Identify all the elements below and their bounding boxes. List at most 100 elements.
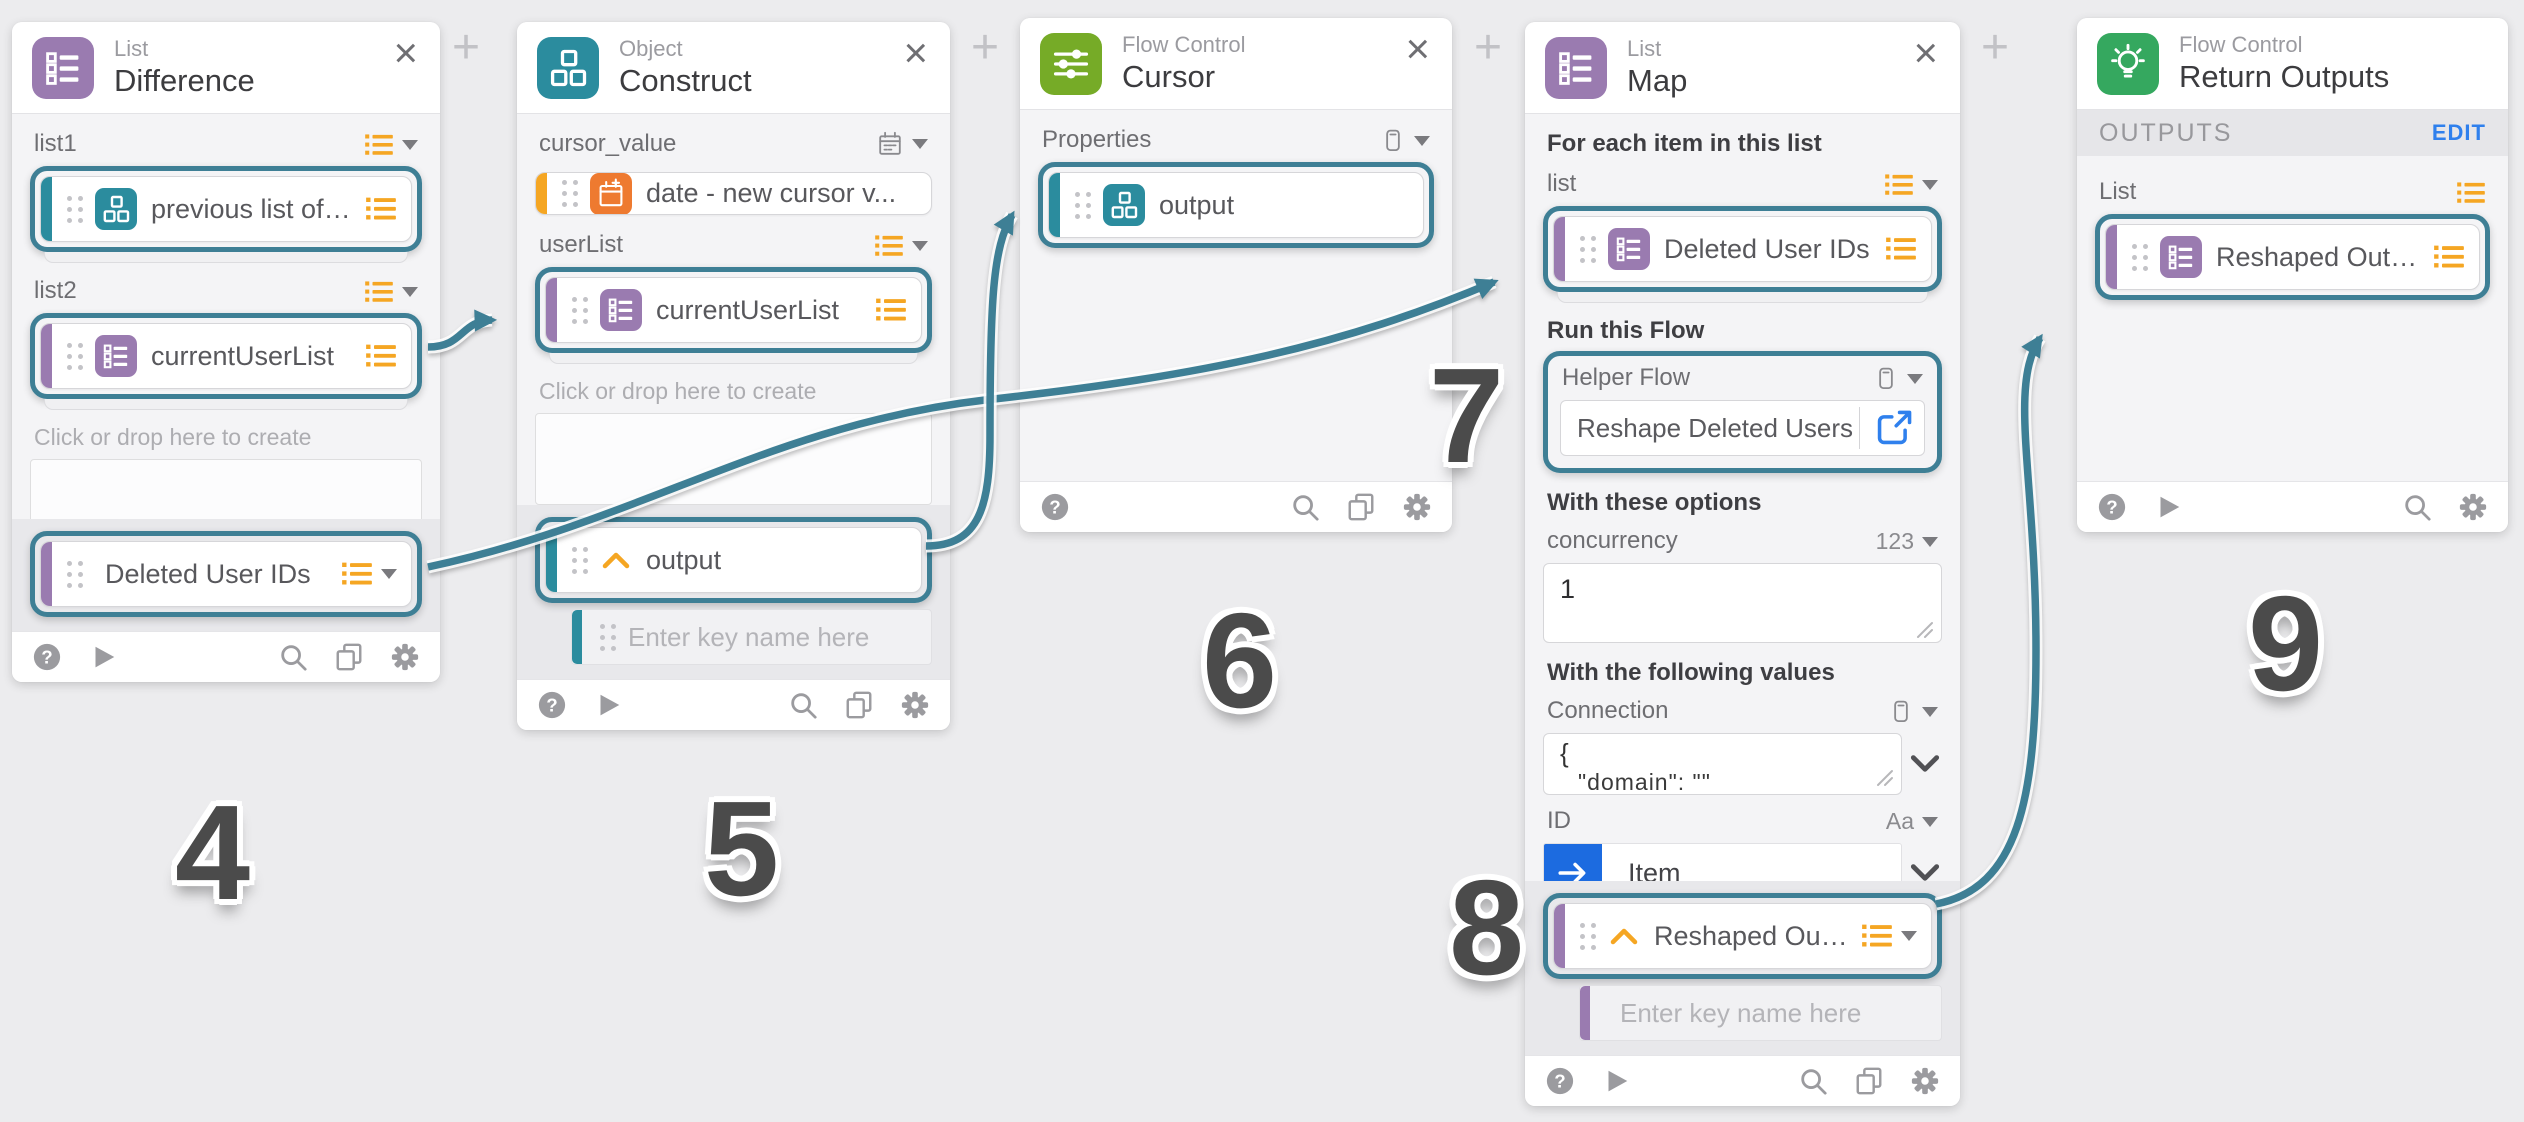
gear-icon[interactable] — [390, 642, 420, 672]
search-icon[interactable] — [1798, 1066, 1828, 1096]
list-type-dropdown[interactable] — [1884, 172, 1938, 198]
concurrency-input[interactable]: 1 — [1543, 563, 1942, 643]
list-icon[interactable] — [875, 296, 907, 324]
value-pill-list1[interactable]: previous list of I... — [40, 176, 412, 242]
play-icon[interactable] — [2153, 492, 2183, 522]
value-pill-list[interactable]: Reshaped Outp... — [2105, 224, 2480, 290]
highlight-ring: previous list of I... — [30, 166, 422, 252]
copy-icon[interactable] — [1854, 1066, 1884, 1096]
close-icon[interactable]: × — [1405, 25, 1430, 72]
add-card-button[interactable]: + — [1981, 21, 2010, 74]
caret-down-icon — [1907, 374, 1923, 384]
gear-icon[interactable] — [2458, 492, 2488, 522]
copy-icon[interactable] — [1346, 492, 1376, 522]
card-header: Flow Control Return Outputs — [2077, 18, 2508, 110]
object-type-dropdown[interactable] — [1888, 699, 1938, 725]
list-icon[interactable] — [2433, 243, 2465, 271]
card-toolbar — [12, 631, 440, 682]
helper-flow-input[interactable]: Reshape Deleted Users — [1560, 400, 1925, 456]
list-type-dropdown[interactable] — [364, 279, 418, 305]
pill-label: output — [646, 544, 722, 575]
list-type-icon[interactable] — [2456, 180, 2486, 206]
value-pill-properties[interactable]: output — [1048, 172, 1424, 238]
list-type-dropdown[interactable] — [874, 233, 928, 259]
output-pill[interactable]: Deleted User IDs — [40, 541, 412, 607]
chevron-down-icon[interactable] — [1908, 752, 1942, 776]
search-icon[interactable] — [1290, 492, 1320, 522]
help-icon[interactable] — [32, 642, 62, 672]
value-pill-cursor-value[interactable]: date - new cursor v... — [535, 172, 932, 215]
help-icon[interactable] — [1545, 1066, 1575, 1096]
caret-down-icon — [1922, 816, 1938, 827]
step-number-5: 5 — [704, 773, 780, 924]
list-icon — [2160, 236, 2202, 278]
date-type-dropdown[interactable] — [876, 130, 928, 158]
edit-link[interactable]: EDIT — [2431, 120, 2486, 145]
value-pill-list2[interactable]: currentUserList — [40, 323, 412, 389]
flow-type-dropdown[interactable] — [1873, 366, 1923, 392]
value-pill-userlist[interactable]: currentUserList — [545, 277, 922, 343]
connection-value-line1: { — [1560, 738, 1569, 768]
drag-handle-icon — [572, 546, 588, 574]
step-number-8: 8 — [1449, 852, 1525, 1003]
new-key-input[interactable]: Enter key name here — [1579, 985, 1942, 1041]
card-toolbar — [517, 679, 950, 730]
drag-handle-icon — [67, 195, 83, 223]
list-type-dropdown[interactable] — [364, 132, 418, 158]
output-pill[interactable]: Reshaped Outputs — [1553, 903, 1932, 969]
sliders-icon — [1040, 32, 1102, 95]
list-type-dropdown[interactable] — [341, 560, 397, 588]
help-icon[interactable] — [2097, 492, 2127, 522]
add-card-button[interactable]: + — [1474, 21, 1503, 74]
field-label-properties: Properties — [1042, 126, 1152, 153]
card-toolbar — [1020, 481, 1452, 532]
search-icon[interactable] — [2402, 492, 2432, 522]
outputs-header: OUTPUTS EDIT — [2077, 110, 2508, 156]
object-type-dropdown[interactable] — [1380, 128, 1430, 154]
text-type-dropdown[interactable]: Aa — [1886, 808, 1938, 835]
list-icon[interactable] — [1885, 235, 1917, 263]
add-card-button[interactable]: + — [971, 21, 1000, 74]
new-key-input[interactable]: Enter key name here — [571, 609, 932, 665]
search-icon[interactable] — [278, 642, 308, 672]
close-icon[interactable]: × — [393, 29, 418, 76]
chevron-down-icon[interactable] — [1908, 861, 1942, 881]
resize-handle[interactable] — [1915, 616, 1935, 636]
list-type-dropdown[interactable] — [1861, 922, 1917, 950]
list-icon[interactable] — [365, 195, 397, 223]
copy-icon[interactable] — [334, 642, 364, 672]
drop-target[interactable] — [535, 413, 932, 505]
card-header: List Difference × — [12, 22, 440, 114]
gear-icon[interactable] — [1402, 492, 1432, 522]
gear-icon[interactable] — [900, 690, 930, 720]
step-number-4: 4 — [175, 777, 251, 928]
help-icon[interactable] — [537, 690, 567, 720]
external-link-icon[interactable] — [1874, 408, 1914, 448]
step-number-7: 7 — [1429, 340, 1505, 491]
play-icon[interactable] — [1601, 1066, 1631, 1096]
id-value: Item — [1628, 857, 1681, 882]
search-icon[interactable] — [788, 690, 818, 720]
id-value-row[interactable]: Item — [1543, 843, 1902, 881]
highlight-ring: output — [535, 517, 932, 603]
connection-input[interactable]: { "domain": "" — [1543, 733, 1902, 795]
resize-handle[interactable] — [1875, 768, 1895, 788]
number-type-dropdown[interactable]: 123 — [1876, 528, 1938, 555]
list-icon[interactable] — [365, 342, 397, 370]
drop-target[interactable] — [30, 459, 422, 519]
card-category: Flow Control — [2179, 31, 2303, 57]
play-icon[interactable] — [88, 642, 118, 672]
help-icon[interactable] — [1040, 492, 1070, 522]
drag-handle-icon — [1075, 191, 1091, 219]
close-icon[interactable]: × — [903, 29, 928, 76]
connection-value-line2: "domain": "" — [1578, 769, 1711, 795]
output-pill[interactable]: output — [545, 527, 922, 593]
add-card-button[interactable]: + — [452, 21, 481, 74]
copy-icon[interactable] — [844, 690, 874, 720]
play-icon[interactable] — [593, 690, 623, 720]
chevron-up-icon — [600, 549, 632, 571]
value-pill-list[interactable]: Deleted User IDs — [1553, 216, 1932, 282]
gear-icon[interactable] — [1910, 1066, 1940, 1096]
close-icon[interactable]: × — [1913, 29, 1938, 76]
field-label-connection: Connection — [1547, 697, 1669, 724]
